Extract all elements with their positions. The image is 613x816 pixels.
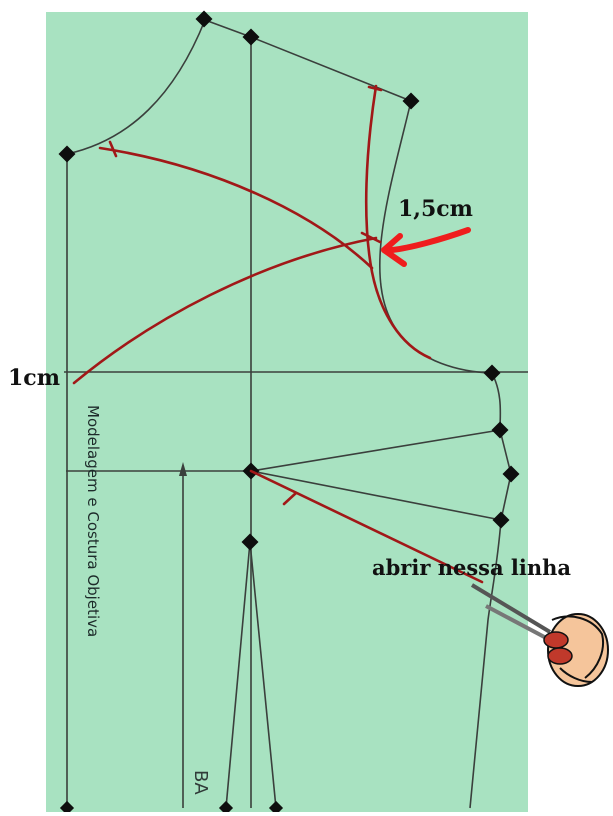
point-waist-side — [502, 465, 520, 483]
hip-offset-label: 1cm — [8, 365, 60, 391]
scissors-icon — [470, 583, 609, 687]
draft-lines — [64, 19, 528, 809]
triangle-marker — [179, 462, 187, 476]
correction-lines — [72, 84, 484, 584]
arrow-icon — [381, 227, 471, 267]
pattern-paper — [46, 12, 528, 812]
point-shoulder-tip — [402, 92, 420, 110]
point-underarm — [483, 364, 501, 382]
partial-text: BA — [190, 770, 211, 795]
side-seam-offset-label: 1,5cm — [398, 196, 473, 222]
point-lower-dart — [241, 533, 259, 551]
watermark-text: Modelagem e Costura Objetiva — [84, 405, 102, 638]
point-dart-top — [491, 421, 509, 439]
cut-instruction-label: abrir nessa linha — [372, 555, 571, 580]
point-dart-bottom — [492, 511, 510, 529]
